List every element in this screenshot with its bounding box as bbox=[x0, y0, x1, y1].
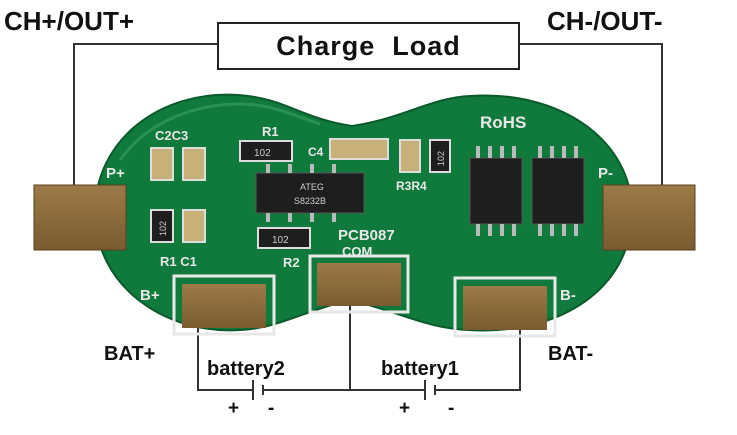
resistor-code-r4: 102 bbox=[436, 151, 446, 166]
pads bbox=[33, 184, 696, 338]
resistor-r2 bbox=[257, 227, 311, 249]
pad-p-minus bbox=[602, 184, 696, 251]
resistor-code-r1: 102 bbox=[158, 221, 168, 236]
ic-marking-1: ATEG bbox=[300, 182, 324, 192]
charge-load-box: Charge Load bbox=[217, 22, 520, 70]
battery1-minus-sign: - bbox=[448, 398, 455, 419]
wire-bat-minus bbox=[435, 306, 521, 391]
battery1-plus-sign: + bbox=[399, 398, 411, 419]
label-battery-plus: BAT+ bbox=[104, 343, 156, 365]
pad-b-plus-frame bbox=[172, 274, 276, 336]
silk-c4: C4 bbox=[308, 145, 324, 159]
silk-com: COM bbox=[342, 244, 372, 259]
pcb-highlight bbox=[118, 102, 321, 161]
silk-r3r4: R3R4 bbox=[396, 179, 427, 193]
mosfet-2 bbox=[531, 146, 585, 236]
ic-marking-2: S8232B bbox=[294, 196, 326, 206]
pad-b-plus bbox=[182, 284, 266, 328]
silk-b-plus: B+ bbox=[140, 287, 160, 304]
silk-model: PCB087 bbox=[338, 227, 395, 244]
label-charge-minus: CH-/OUT- bbox=[547, 6, 663, 36]
capacitor-c1 bbox=[182, 209, 206, 243]
wire-ch-minus bbox=[520, 43, 663, 193]
resistor-r4 bbox=[429, 139, 451, 173]
silk-p-plus: P+ bbox=[106, 165, 125, 182]
label-battery-minus: BAT- bbox=[548, 343, 594, 365]
silk-rohs: RoHS bbox=[480, 113, 526, 132]
label-battery1: battery1 bbox=[381, 358, 459, 380]
wire-ch-plus bbox=[73, 43, 217, 193]
capacitor-c4 bbox=[329, 138, 389, 160]
battery2-minus-sign: - bbox=[268, 398, 275, 419]
resistor-r1 bbox=[150, 209, 174, 243]
pad-p-plus bbox=[33, 184, 127, 251]
battery2-plus-sign: + bbox=[228, 398, 240, 419]
capacitor-c2 bbox=[150, 147, 174, 181]
label-charge-plus: CH+/OUT+ bbox=[4, 6, 135, 36]
components bbox=[150, 138, 585, 249]
silk-r1c1: R1 C1 bbox=[160, 254, 197, 269]
silk-r1: R1 bbox=[262, 124, 279, 139]
resistor-top bbox=[239, 140, 293, 162]
pad-com-frame bbox=[308, 254, 410, 314]
charge-load-label: Charge Load bbox=[276, 30, 461, 61]
wire-mid bbox=[263, 306, 425, 391]
silk-c2c3: C2C3 bbox=[155, 128, 188, 143]
pad-com bbox=[317, 263, 401, 306]
pad-b-minus bbox=[463, 286, 547, 330]
ic-s8232 bbox=[255, 164, 365, 222]
mosfet-1 bbox=[469, 146, 523, 236]
silk-r2: R2 bbox=[283, 255, 300, 270]
label-battery2: battery2 bbox=[207, 358, 285, 380]
resistor-r3 bbox=[399, 139, 421, 173]
resistor-code-r2: 102 bbox=[272, 235, 289, 246]
silk-p-minus: P- bbox=[598, 165, 613, 182]
capacitor-c3 bbox=[182, 147, 206, 181]
silk-b-minus: B- bbox=[560, 287, 576, 304]
resistor-code-top: 102 bbox=[254, 148, 271, 159]
pad-b-minus-frame bbox=[453, 276, 557, 338]
battery-symbols bbox=[252, 380, 436, 400]
